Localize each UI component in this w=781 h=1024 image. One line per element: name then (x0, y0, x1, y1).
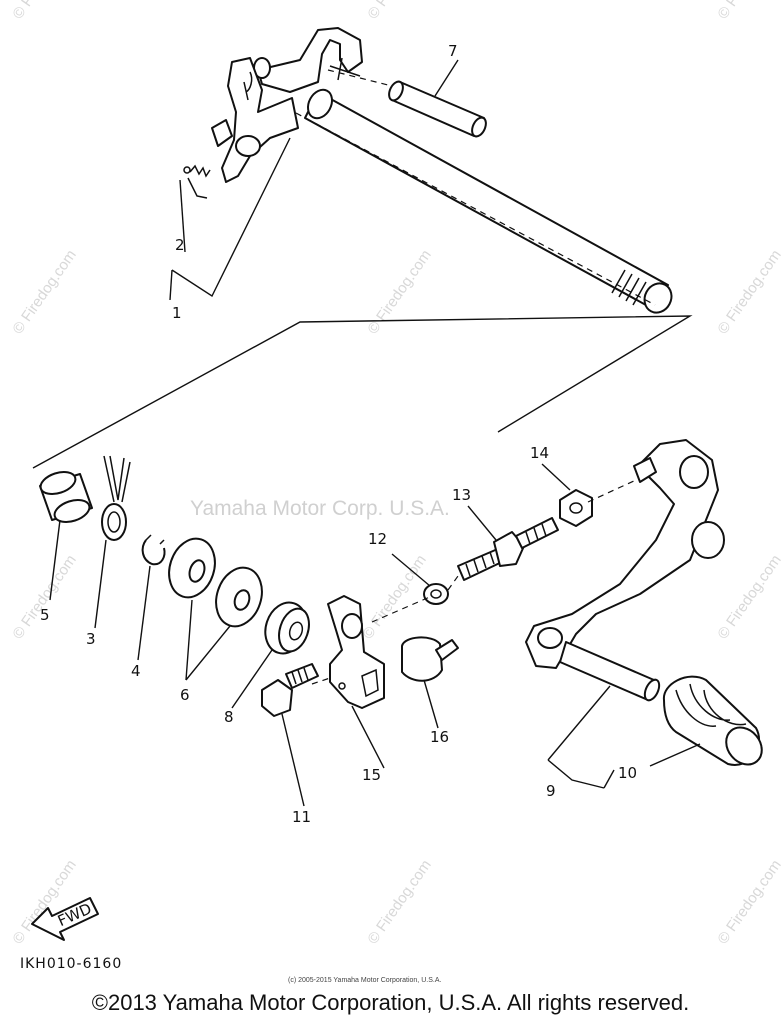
part-label-2: 2 (175, 236, 185, 254)
part-label-13: 13 (452, 486, 471, 504)
shift-shaft-assembly (183, 27, 673, 314)
part-label-3: 3 (86, 630, 96, 648)
copyright-footer: ©2013 Yamaha Motor Corporation, U.S.A. A… (91, 990, 690, 1015)
watermark: © Firedog.com (9, 857, 79, 948)
small-copyright: (c) 2005-2015 Yamaha Motor Corporation, … (288, 977, 441, 984)
watermark: © Firedog.com (9, 0, 79, 22)
watermark: © Firedog.com (714, 552, 781, 643)
watermark: © Firedog.com (714, 857, 781, 948)
watermark: © Firedog.com (9, 552, 79, 643)
part-label-10: 10 (618, 764, 637, 782)
part-labels: 1 2 3 4 5 6 7 8 9 10 11 12 13 14 15 16 (40, 42, 637, 826)
part-label-8: 8 (224, 708, 234, 726)
part-label-9: 9 (546, 782, 556, 800)
part-label-6: 6 (180, 686, 190, 704)
part-label-4: 4 (131, 662, 141, 680)
watermark: © Firedog.com (359, 552, 429, 643)
watermark: © Firedog.com (714, 247, 781, 338)
part-label-12: 12 (368, 530, 387, 548)
part-label-5: 5 (40, 606, 50, 624)
watermark: © Firedog.com (364, 857, 434, 948)
center-watermark: Yamaha Motor Corp. U.S.A. (190, 497, 450, 520)
watermark: © Firedog.com (364, 0, 434, 22)
part-label-11: 11 (292, 808, 311, 826)
part-label-7: 7 (448, 42, 458, 60)
lower-assembly (39, 439, 763, 766)
diagram-code: IKH010-6160 (20, 956, 122, 972)
part-label-16: 16 (430, 728, 449, 746)
part-label-1: 1 (172, 304, 182, 322)
watermark: © Firedog.com (364, 247, 434, 338)
watermark: © Firedog.com (714, 0, 781, 22)
watermark: © Firedog.com (9, 247, 79, 338)
part-label-15: 15 (362, 766, 381, 784)
part-label-14: 14 (530, 444, 549, 462)
